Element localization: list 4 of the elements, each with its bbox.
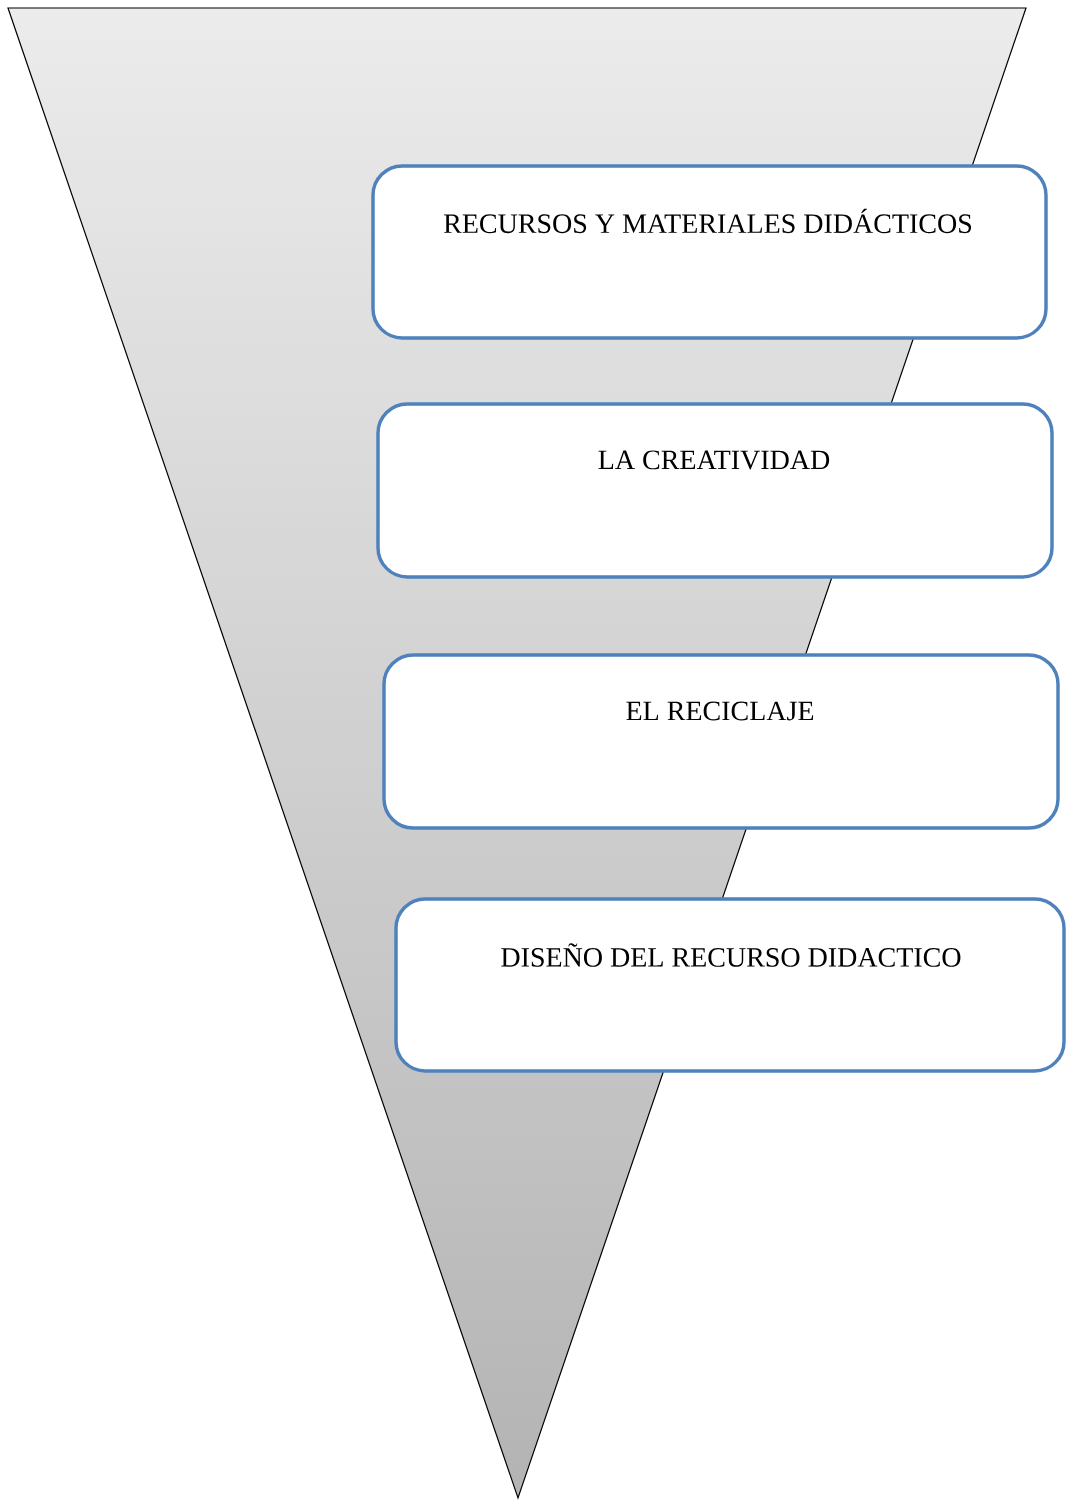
rounded-box: LA CREATIVIDAD (376, 402, 1054, 579)
rounded-box: EL RECICLAJE (382, 653, 1060, 830)
rounded-box: DISEÑO DEL RECURSO DIDACTICO (394, 897, 1066, 1073)
rounded-box: RECURSOS Y MATERIALES DIDÁCTICOS (371, 164, 1048, 340)
